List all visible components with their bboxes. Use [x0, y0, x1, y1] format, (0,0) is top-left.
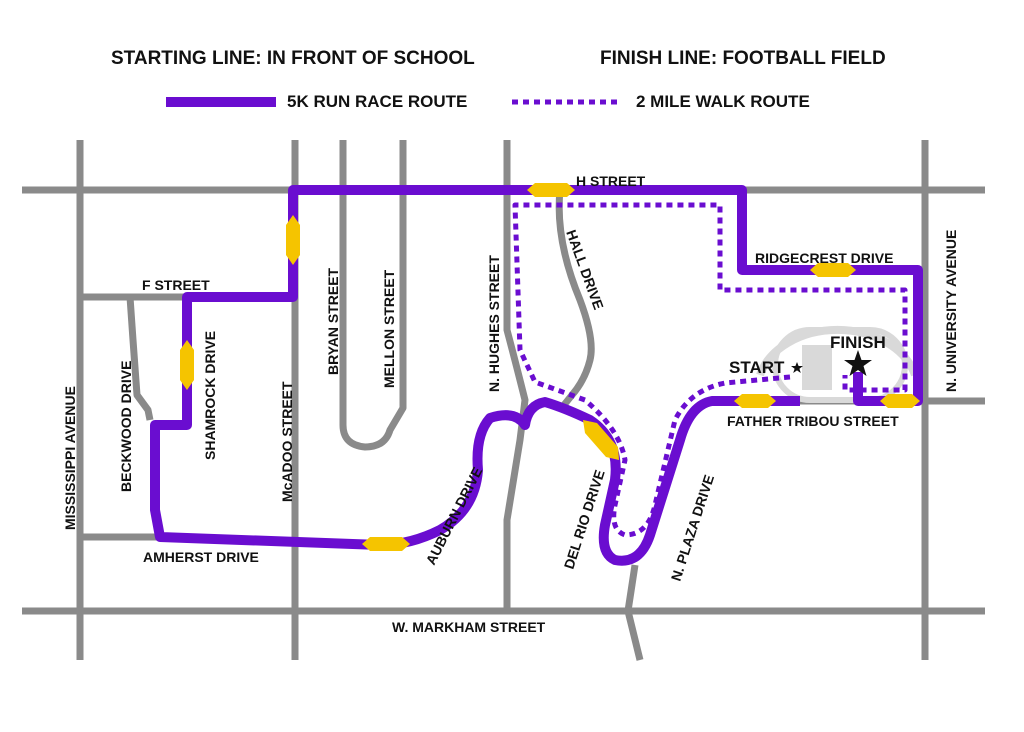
finish-star-icon: [844, 350, 872, 376]
arrow-university: [880, 394, 920, 408]
start-label: START: [729, 358, 785, 377]
arrow-shamrock: [180, 340, 194, 390]
arrow-mcadoo: [286, 215, 300, 265]
label-university: N. UNIVERSITY AVENUE: [943, 230, 959, 392]
arrow-amherst: [362, 537, 410, 551]
walk-route-path: [512, 202, 908, 538]
label-plaza: N. PLAZA DRIVE: [668, 473, 717, 583]
label-amherst: AMHERST DRIVE: [143, 549, 259, 565]
arrow-h-street: [527, 183, 575, 197]
road-hughes: [503, 140, 529, 611]
arrow-del-rio: [583, 420, 619, 460]
label-bryan: BRYAN STREET: [325, 267, 341, 375]
label-f-street: F STREET: [142, 277, 210, 293]
finish-label: FINISH: [830, 333, 886, 352]
label-ridgecrest: RIDGECREST DRIVE: [755, 250, 893, 266]
arrow-ridgecrest: [810, 263, 856, 277]
start-star-icon: [791, 362, 803, 373]
label-auburn: AUBURN DRIVE: [422, 464, 485, 567]
legend-run-label: 5K RUN RACE ROUTE: [287, 92, 468, 111]
road-plaza-south: [624, 564, 644, 661]
label-mississippi: MISSISSIPPI AVENUE: [62, 386, 78, 530]
label-father-tribou: FATHER TRIBOU STREET: [727, 413, 899, 429]
legend-walk-label: 2 MILE WALK ROUTE: [636, 92, 810, 111]
label-markham: W. MARKHAM STREET: [392, 619, 546, 635]
direction-arrows: [180, 183, 920, 551]
label-shamrock: SHAMROCK DRIVE: [202, 331, 218, 460]
finish-line-heading: FINISH LINE: FOOTBALL FIELD: [600, 48, 886, 69]
arrow-tribou: [734, 394, 776, 408]
label-mcadoo: McADOO STREET: [279, 381, 295, 502]
road-beckwood: [126, 296, 154, 421]
road-hall: [555, 189, 595, 413]
label-mellon: MELLON STREET: [381, 269, 397, 388]
run-route-path: [150, 185, 923, 566]
label-del-rio: DEL RIO DRIVE: [561, 468, 608, 571]
starting-line-heading: STARTING LINE: IN FRONT OF SCHOOL: [111, 48, 475, 69]
road-bryan: [339, 140, 407, 451]
label-beckwood: BECKWOOD DRIVE: [118, 361, 134, 492]
label-hughes: N. HUGHES STREET: [486, 255, 502, 392]
label-h-street: H STREET: [576, 173, 646, 189]
